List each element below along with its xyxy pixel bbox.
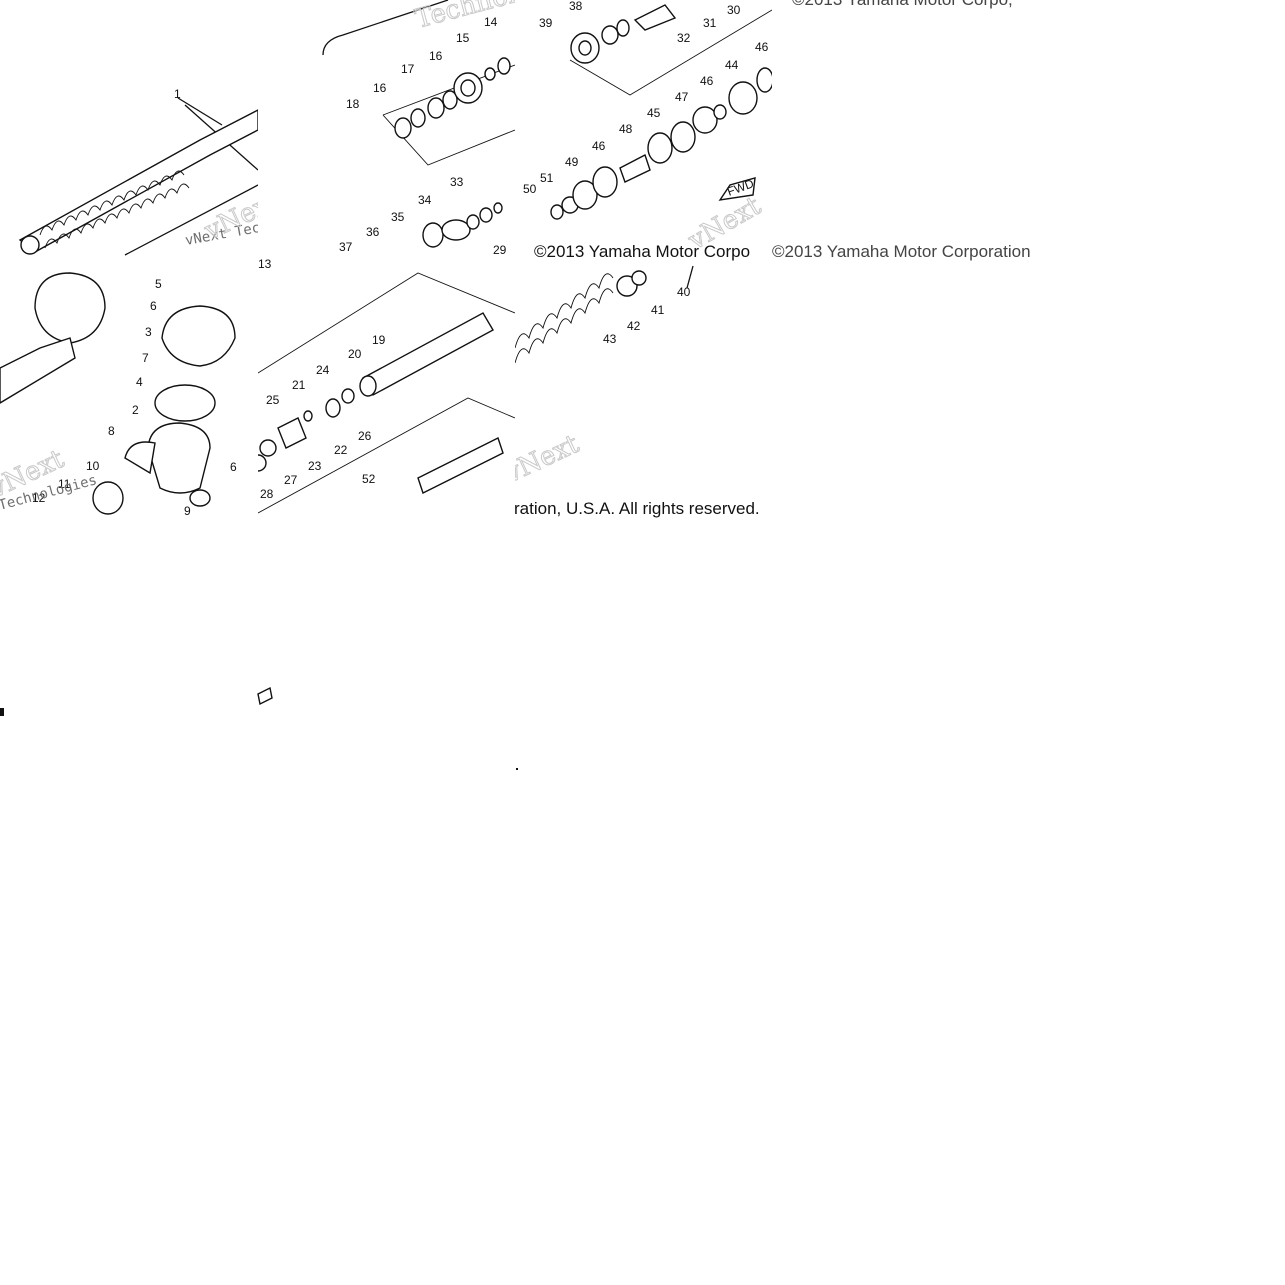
callout-36: 36 xyxy=(366,225,380,239)
watermark-text: Technologies xyxy=(412,0,515,35)
fragment-dot xyxy=(516,768,518,770)
watermark-text: vNext xyxy=(515,429,584,490)
callout-31: 31 xyxy=(703,16,717,30)
callout-46: 45 xyxy=(647,106,661,120)
callout-43: 43 xyxy=(603,332,617,346)
shaft-drawing: 38 39 31 30 32 50 51 49 46 48 45 47 46 4… xyxy=(523,0,772,257)
callout-21: 21 xyxy=(292,378,306,392)
callout-30: 30 xyxy=(727,3,741,17)
callout-5: 5 xyxy=(155,277,162,291)
callout-4: 4 xyxy=(136,375,143,389)
callout-18: 18 xyxy=(346,97,360,111)
callout-3: 3 xyxy=(145,325,152,339)
callout-27: 27 xyxy=(284,473,298,487)
callout-6: 6 xyxy=(150,299,157,313)
callout-50: 50 xyxy=(523,182,537,196)
callout-44: 46 xyxy=(755,40,769,54)
callout-52: 52 xyxy=(362,472,376,486)
washers-drawing: 18 16 17 16 15 14 33 34 35 36 37 29 8 Te… xyxy=(322,0,515,257)
callout-1: 1 xyxy=(174,87,181,101)
callout-10: 10 xyxy=(86,459,100,473)
cap-drawing: 5 6 3 7 4 2 8 10 11 12 6 9 vNext Technol… xyxy=(0,272,237,515)
coil-spring xyxy=(515,273,614,364)
callout-16: 16 xyxy=(373,81,387,95)
diagram-tile-cap: 5 6 3 7 4 2 8 10 11 12 6 9 vNext Technol… xyxy=(0,258,258,515)
callout-12: 12 xyxy=(32,491,46,505)
callout-45: 44 xyxy=(725,58,739,72)
diagram-tile-fork-spring: 1 vNext Tec vNext xyxy=(0,0,258,258)
callout-7: 7 xyxy=(142,351,149,365)
callout-6: 6 xyxy=(230,460,237,474)
callout-26: 26 xyxy=(358,429,372,443)
callout-2: 2 xyxy=(132,403,139,417)
copyright-text: ©2013 Yamaha Motor Corporation, U.S.A. A… xyxy=(772,242,1030,261)
callout-42: 42 xyxy=(627,319,641,333)
fragment-mark xyxy=(0,708,4,716)
callout-51: 51 xyxy=(540,171,554,185)
diagram-tile-washers: 18 16 17 16 15 14 33 34 35 36 37 29 8 Te… xyxy=(258,0,515,258)
callout-37: 37 xyxy=(339,240,353,254)
fragment-mark xyxy=(256,686,276,711)
callout-48: 48 xyxy=(619,122,633,136)
callout-29: 29 xyxy=(493,243,507,257)
copyright-text: ©2013 Yamaha Motor Corpo xyxy=(534,242,751,261)
fwd-arrow-icon: FWD xyxy=(718,176,756,201)
callout-14: 14 xyxy=(484,15,498,29)
callout-35: 35 xyxy=(391,210,405,224)
copyright-text: ©2013 Yamaha Motor Corpo, xyxy=(792,0,1013,10)
callout-49: 49 xyxy=(565,155,579,169)
diagram-tile-tube: 19 20 24 21 25 26 22 23 27 28 52 13 xyxy=(258,258,515,515)
fork-spring-drawing: 1 vNext Tec vNext xyxy=(18,87,258,256)
spring-drawing: 40 41 42 43 vNext xyxy=(515,265,694,490)
callout-34: 34 xyxy=(418,193,432,207)
callout-47: 47 xyxy=(675,90,689,104)
callout-41: 41 xyxy=(651,303,665,317)
callout-22: 22 xyxy=(334,443,348,457)
callout-25: 25 xyxy=(266,393,280,407)
callout-38: 38 xyxy=(569,0,583,13)
callout-11: 11 xyxy=(58,477,71,491)
callout-46: 46 xyxy=(700,74,714,88)
coil-spring xyxy=(39,170,190,249)
callout-15: 15 xyxy=(456,31,470,45)
callout-33: 33 xyxy=(450,175,464,189)
callout-9: 9 xyxy=(184,504,191,515)
callout-8: 8 xyxy=(108,424,115,438)
callout-39: 39 xyxy=(539,16,553,30)
diagram-tile-spring: 40 41 42 43 vNext xyxy=(515,258,772,515)
callout-17: 17 xyxy=(401,62,415,76)
callout-24: 24 xyxy=(316,363,330,377)
tube-drawing: 19 20 24 21 25 26 22 23 27 28 52 13 xyxy=(258,258,515,514)
callout-46: 46 xyxy=(592,139,606,153)
callout-32: 32 xyxy=(677,31,691,45)
callout-19: 19 xyxy=(372,333,386,347)
callout-23: 23 xyxy=(308,459,322,473)
callout-16: 16 xyxy=(429,49,443,63)
callout-20: 20 xyxy=(348,347,362,361)
copyright-text: ration, U.S.A. All rights reserved. xyxy=(514,499,760,518)
callout-13: 13 xyxy=(258,258,272,271)
diagram-tile-shaft: 38 39 31 30 32 50 51 49 46 48 45 47 46 4… xyxy=(515,0,772,258)
callout-28: 28 xyxy=(260,487,274,501)
callout-40: 40 xyxy=(677,285,691,299)
